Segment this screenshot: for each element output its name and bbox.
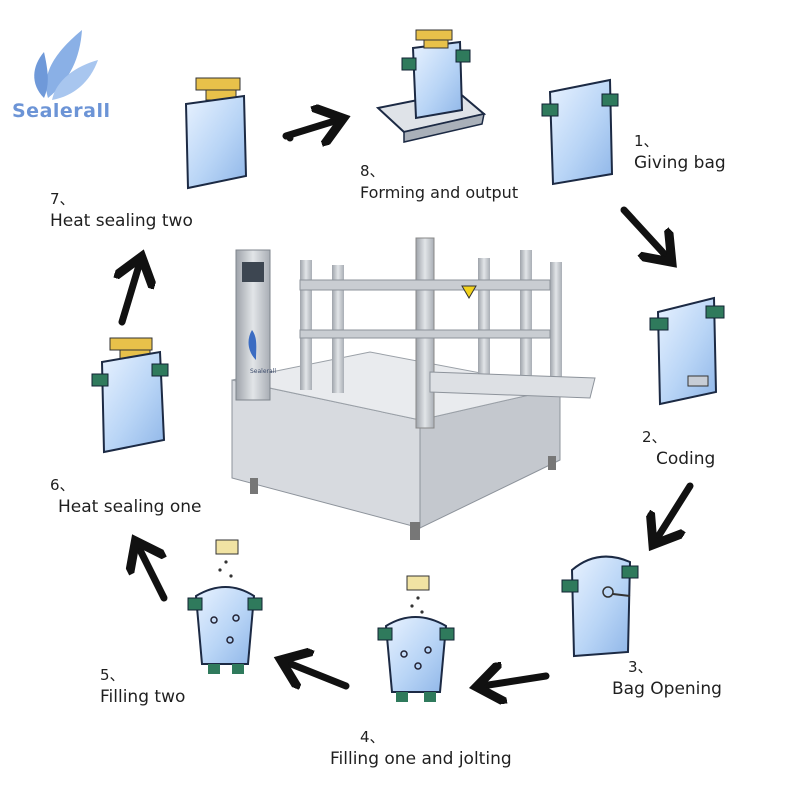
arrow-1-to-2: [620, 206, 668, 258]
step-2-text: Coding: [656, 449, 716, 469]
logo: [34, 30, 98, 100]
step-7-number: 7、: [50, 190, 75, 208]
step-7-label: 7、 Heat sealing two: [50, 188, 193, 232]
step-1-label: 1、 Giving bag: [634, 130, 726, 174]
leaf-logo-icon: [34, 30, 98, 100]
step-1-number: 1、: [634, 132, 659, 150]
step-8-number: 8、: [360, 162, 385, 180]
step-7-bag-icon: [184, 77, 248, 190]
machine-label: Sealerall: [250, 368, 277, 375]
step-8-forming-icon: [375, 29, 487, 143]
step-3-number: 3、: [628, 658, 653, 676]
step-3-label: 3、 Bag Opening: [612, 656, 722, 700]
step-6-text: Heat sealing one: [58, 497, 202, 517]
step-4-label: 4、 Filling one and jolting: [330, 726, 512, 770]
brand-name: Sealerall: [12, 100, 111, 122]
step-6-number: 6、: [50, 476, 75, 494]
arrow-8-to-1: [282, 120, 338, 136]
step-5-bag-icon: [187, 539, 263, 674]
step-2-number: 2、: [642, 428, 667, 446]
arrow-3-to-4: [482, 676, 550, 686]
step-4-text: Filling one and jolting: [330, 749, 512, 769]
packing-machine: [231, 237, 596, 540]
step-3-bag-icon: [561, 555, 639, 658]
step-2-label: 2、 Coding: [642, 426, 715, 470]
step-5-text: Filling two: [100, 687, 186, 707]
arrow-4-to-5: [286, 662, 350, 686]
step-5-number: 5、: [100, 666, 125, 684]
step-1-bag-icon: [541, 78, 619, 186]
step-8-text: Forming and output: [360, 183, 519, 202]
arrow-2-to-3: [656, 482, 694, 540]
step-2-bag-icon: [649, 296, 725, 406]
step-6-label: 6、 Heat sealing one: [50, 474, 202, 518]
step-6-bag-icon: [91, 337, 169, 454]
step-5-label: 5、 Filling two: [100, 664, 185, 708]
arrow-5-to-6: [138, 546, 168, 602]
step-7-text: Heat sealing two: [50, 211, 193, 231]
step-3-text: Bag Opening: [612, 679, 722, 699]
step-4-number: 4、: [360, 728, 385, 746]
step-8-label: 8、 Forming and output: [360, 160, 518, 204]
step-4-bag-icon: [377, 575, 455, 702]
arrow-6-to-7: [122, 262, 140, 326]
step-1-text: Giving bag: [634, 153, 726, 173]
